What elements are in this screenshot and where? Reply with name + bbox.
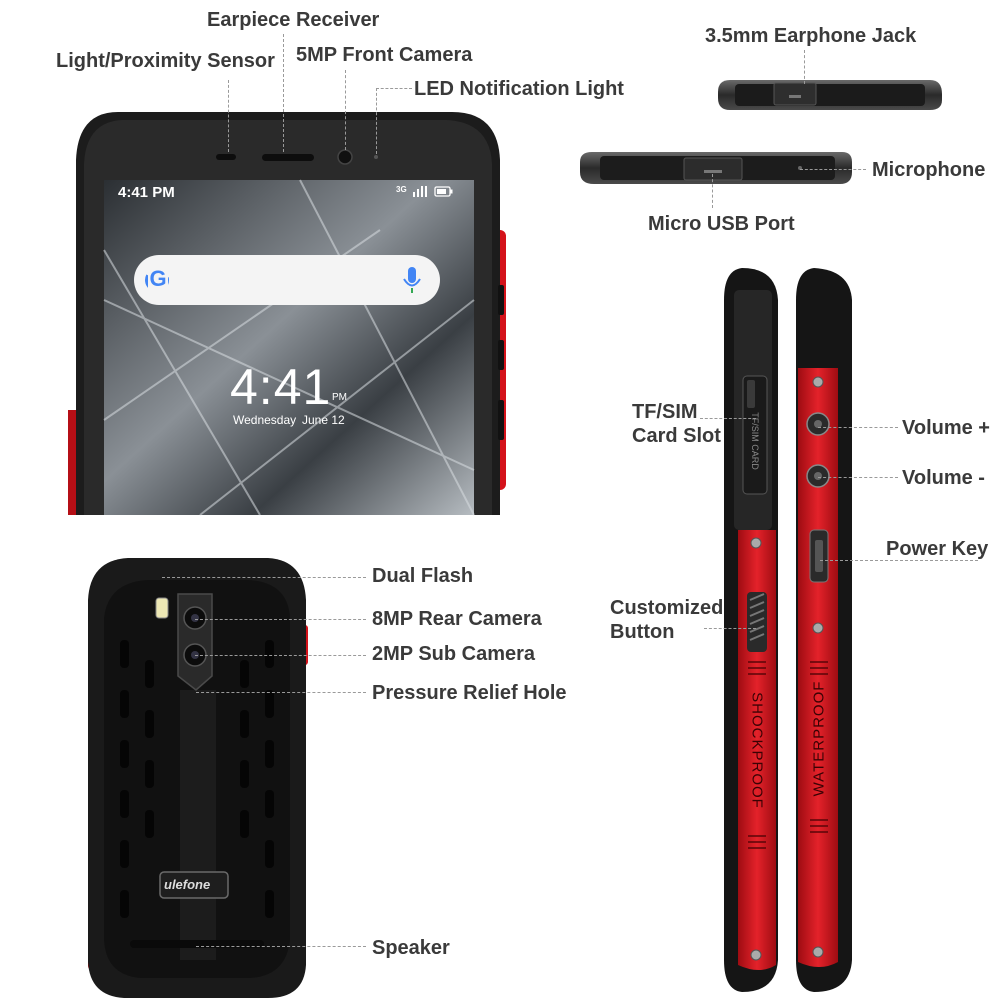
leader-led (376, 88, 377, 154)
leader-volume-up (818, 427, 898, 428)
label-rear-camera: 8MP Rear Camera (372, 608, 542, 630)
card-tray-text: TF/SIM CARD (750, 412, 760, 470)
label-front-camera: 5MP Front Camera (296, 44, 473, 66)
leader-microphone (800, 169, 866, 170)
label-earphone-jack: 3.5mm Earphone Jack (705, 25, 917, 47)
status-time: 4:41 PM (118, 184, 175, 201)
leader-rear-camera (195, 619, 366, 620)
label-power-key: Power Key (886, 538, 989, 560)
waterproof-text: WATERPROOF (810, 680, 828, 797)
signal-icon (413, 186, 427, 197)
label-speaker: Speaker (372, 937, 450, 959)
battery-icon (434, 186, 453, 197)
shockproof-text: SHOCKPROOF (748, 692, 766, 809)
leader-usb (712, 174, 713, 208)
leader-speaker (196, 946, 366, 947)
label-sub-camera: 2MP Sub Camera (372, 643, 536, 665)
label-led: LED Notification Light (414, 78, 624, 100)
leader-power-key (820, 560, 978, 561)
leader-volume-down (818, 477, 898, 478)
leader-led-h (376, 88, 412, 89)
leader-tf-sim (700, 418, 756, 419)
brand-logo: ulefone (164, 877, 211, 892)
bottom-edge-view (580, 152, 852, 184)
leader-sub-camera (195, 655, 366, 656)
label-custom-1: Customized (610, 597, 724, 619)
lock-clock-suffix: PM (332, 392, 347, 403)
label-volume-down: Volume - (902, 467, 985, 489)
side-view-right (796, 268, 852, 992)
leader-earphone-jack (804, 50, 805, 84)
label-microphone: Microphone (872, 159, 986, 181)
label-dual-flash: Dual Flash (372, 565, 474, 587)
lock-date-day: Wednesday (233, 413, 297, 427)
label-earpiece: Earpiece Receiver (207, 9, 380, 31)
lock-clock: 4:41 (230, 359, 332, 415)
side-view-left (724, 268, 778, 992)
leader-light-sensor (228, 80, 229, 152)
label-tf-sim-1: TF/SIM (632, 401, 698, 423)
status-network: 3G (396, 185, 407, 194)
lock-date: June 12 (302, 413, 345, 427)
label-tf-sim-2: Card Slot (632, 425, 721, 447)
top-edge-view (718, 80, 942, 110)
front-phone (68, 112, 506, 516)
leader-custom-button (704, 628, 756, 629)
label-usb: Micro USB Port (648, 213, 795, 235)
leader-dual-flash (162, 577, 366, 578)
label-custom-2: Button (610, 621, 675, 643)
back-phone (88, 558, 308, 998)
label-light-sensor: Light/Proximity Sensor (56, 50, 275, 72)
leader-earpiece (283, 34, 284, 152)
microphone-icon (403, 267, 421, 293)
leader-relief-hole (196, 692, 366, 693)
label-volume-up: Volume + (902, 417, 990, 439)
search-logo: G (148, 266, 168, 292)
leader-front-camera (345, 70, 346, 150)
label-relief-hole: Pressure Relief Hole (372, 682, 567, 704)
